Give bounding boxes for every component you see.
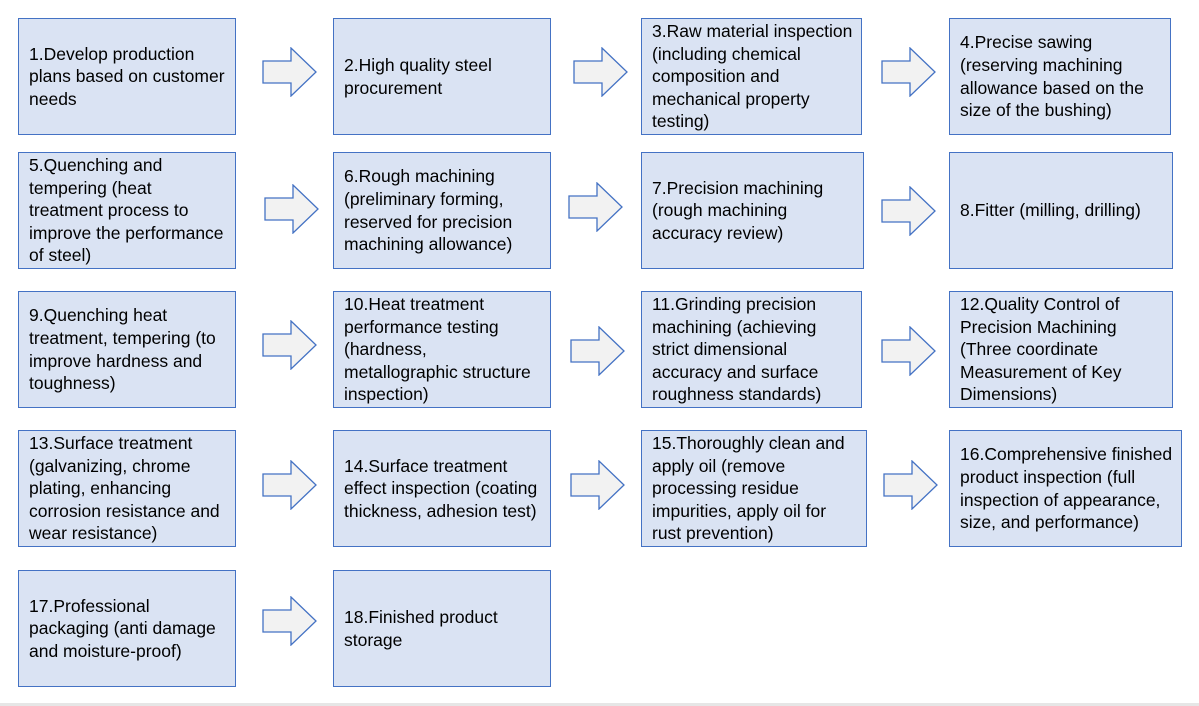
step-8-box: 8.Fitter (milling, drilling) [949, 152, 1173, 269]
arrow-right-icon [570, 460, 626, 510]
step-6-label: 6.Rough machining (preliminary forming, … [344, 166, 513, 255]
step-3-box: 3.Raw material inspection (including che… [641, 18, 862, 135]
arrow-right-icon [568, 182, 624, 232]
step-8-label: 8.Fitter (milling, drilling) [960, 200, 1141, 221]
step-15-label: 15.Thoroughly clean and apply oil (remov… [652, 433, 845, 544]
step-18-box: 18.Finished product storage [333, 570, 551, 687]
step-9-label: 9.Quenching heat treatment, tempering (t… [29, 305, 216, 394]
arrow-right-icon [883, 460, 939, 510]
step-17-label: 17.Professional packaging (anti damage a… [29, 595, 216, 661]
step-9-box: 9.Quenching heat treatment, tempering (t… [18, 291, 236, 408]
step-2-box: 2.High quality steel procurement [333, 18, 551, 135]
step-12-label: 12.Quality Control of Precision Machinin… [960, 294, 1122, 405]
step-3-label: 3.Raw material inspection (including che… [652, 21, 853, 132]
step-16-label: 16.Comprehensive finished product inspec… [960, 444, 1173, 533]
step-4-box: 4.Precise sawing (reserving machining al… [949, 18, 1171, 135]
step-15-box: 15.Thoroughly clean and apply oil (remov… [641, 430, 867, 547]
step-2-label: 2.High quality steel procurement [344, 54, 492, 98]
arrow-right-icon [262, 320, 318, 370]
arrow-right-icon [262, 596, 318, 646]
arrow-right-icon [881, 326, 937, 376]
step-7-label: 7.Precision machining (rough machining a… [652, 177, 824, 243]
arrow-right-icon [570, 326, 626, 376]
arrow-right-icon [573, 47, 629, 97]
step-1-label: 1.Develop production plans based on cust… [29, 43, 225, 109]
arrow-right-icon [262, 47, 318, 97]
step-14-box: 14.Surface treatment effect inspection (… [333, 430, 551, 547]
step-13-label: 13.Surface treatment (galvanizing, chrom… [29, 433, 220, 544]
bottom-divider [0, 703, 1199, 706]
step-1-box: 1.Develop production plans based on cust… [18, 18, 236, 135]
step-13-box: 13.Surface treatment (galvanizing, chrom… [18, 430, 236, 547]
step-10-label: 10.Heat treatment performance testing (h… [344, 294, 531, 405]
step-7-box: 7.Precision machining (rough machining a… [641, 152, 864, 269]
step-10-box: 10.Heat treatment performance testing (h… [333, 291, 551, 408]
step-14-label: 14.Surface treatment effect inspection (… [344, 455, 538, 521]
step-18-label: 18.Finished product storage [344, 606, 498, 650]
step-17-box: 17.Professional packaging (anti damage a… [18, 570, 236, 687]
step-5-box: 5.Quenching and tempering (heat treatmen… [18, 152, 236, 269]
step-6-box: 6.Rough machining (preliminary forming, … [333, 152, 551, 269]
step-16-box: 16.Comprehensive finished product inspec… [949, 430, 1182, 547]
arrow-right-icon [881, 47, 937, 97]
arrow-right-icon [264, 184, 320, 234]
step-5-label: 5.Quenching and tempering (heat treatmen… [29, 155, 224, 266]
step-11-label: 11.Grinding precision machining (achievi… [652, 294, 822, 405]
arrow-right-icon [262, 460, 318, 510]
step-12-box: 12.Quality Control of Precision Machinin… [949, 291, 1173, 408]
step-11-box: 11.Grinding precision machining (achievi… [641, 291, 862, 408]
step-4-label: 4.Precise sawing (reserving machining al… [960, 32, 1144, 121]
arrow-right-icon [881, 186, 937, 236]
